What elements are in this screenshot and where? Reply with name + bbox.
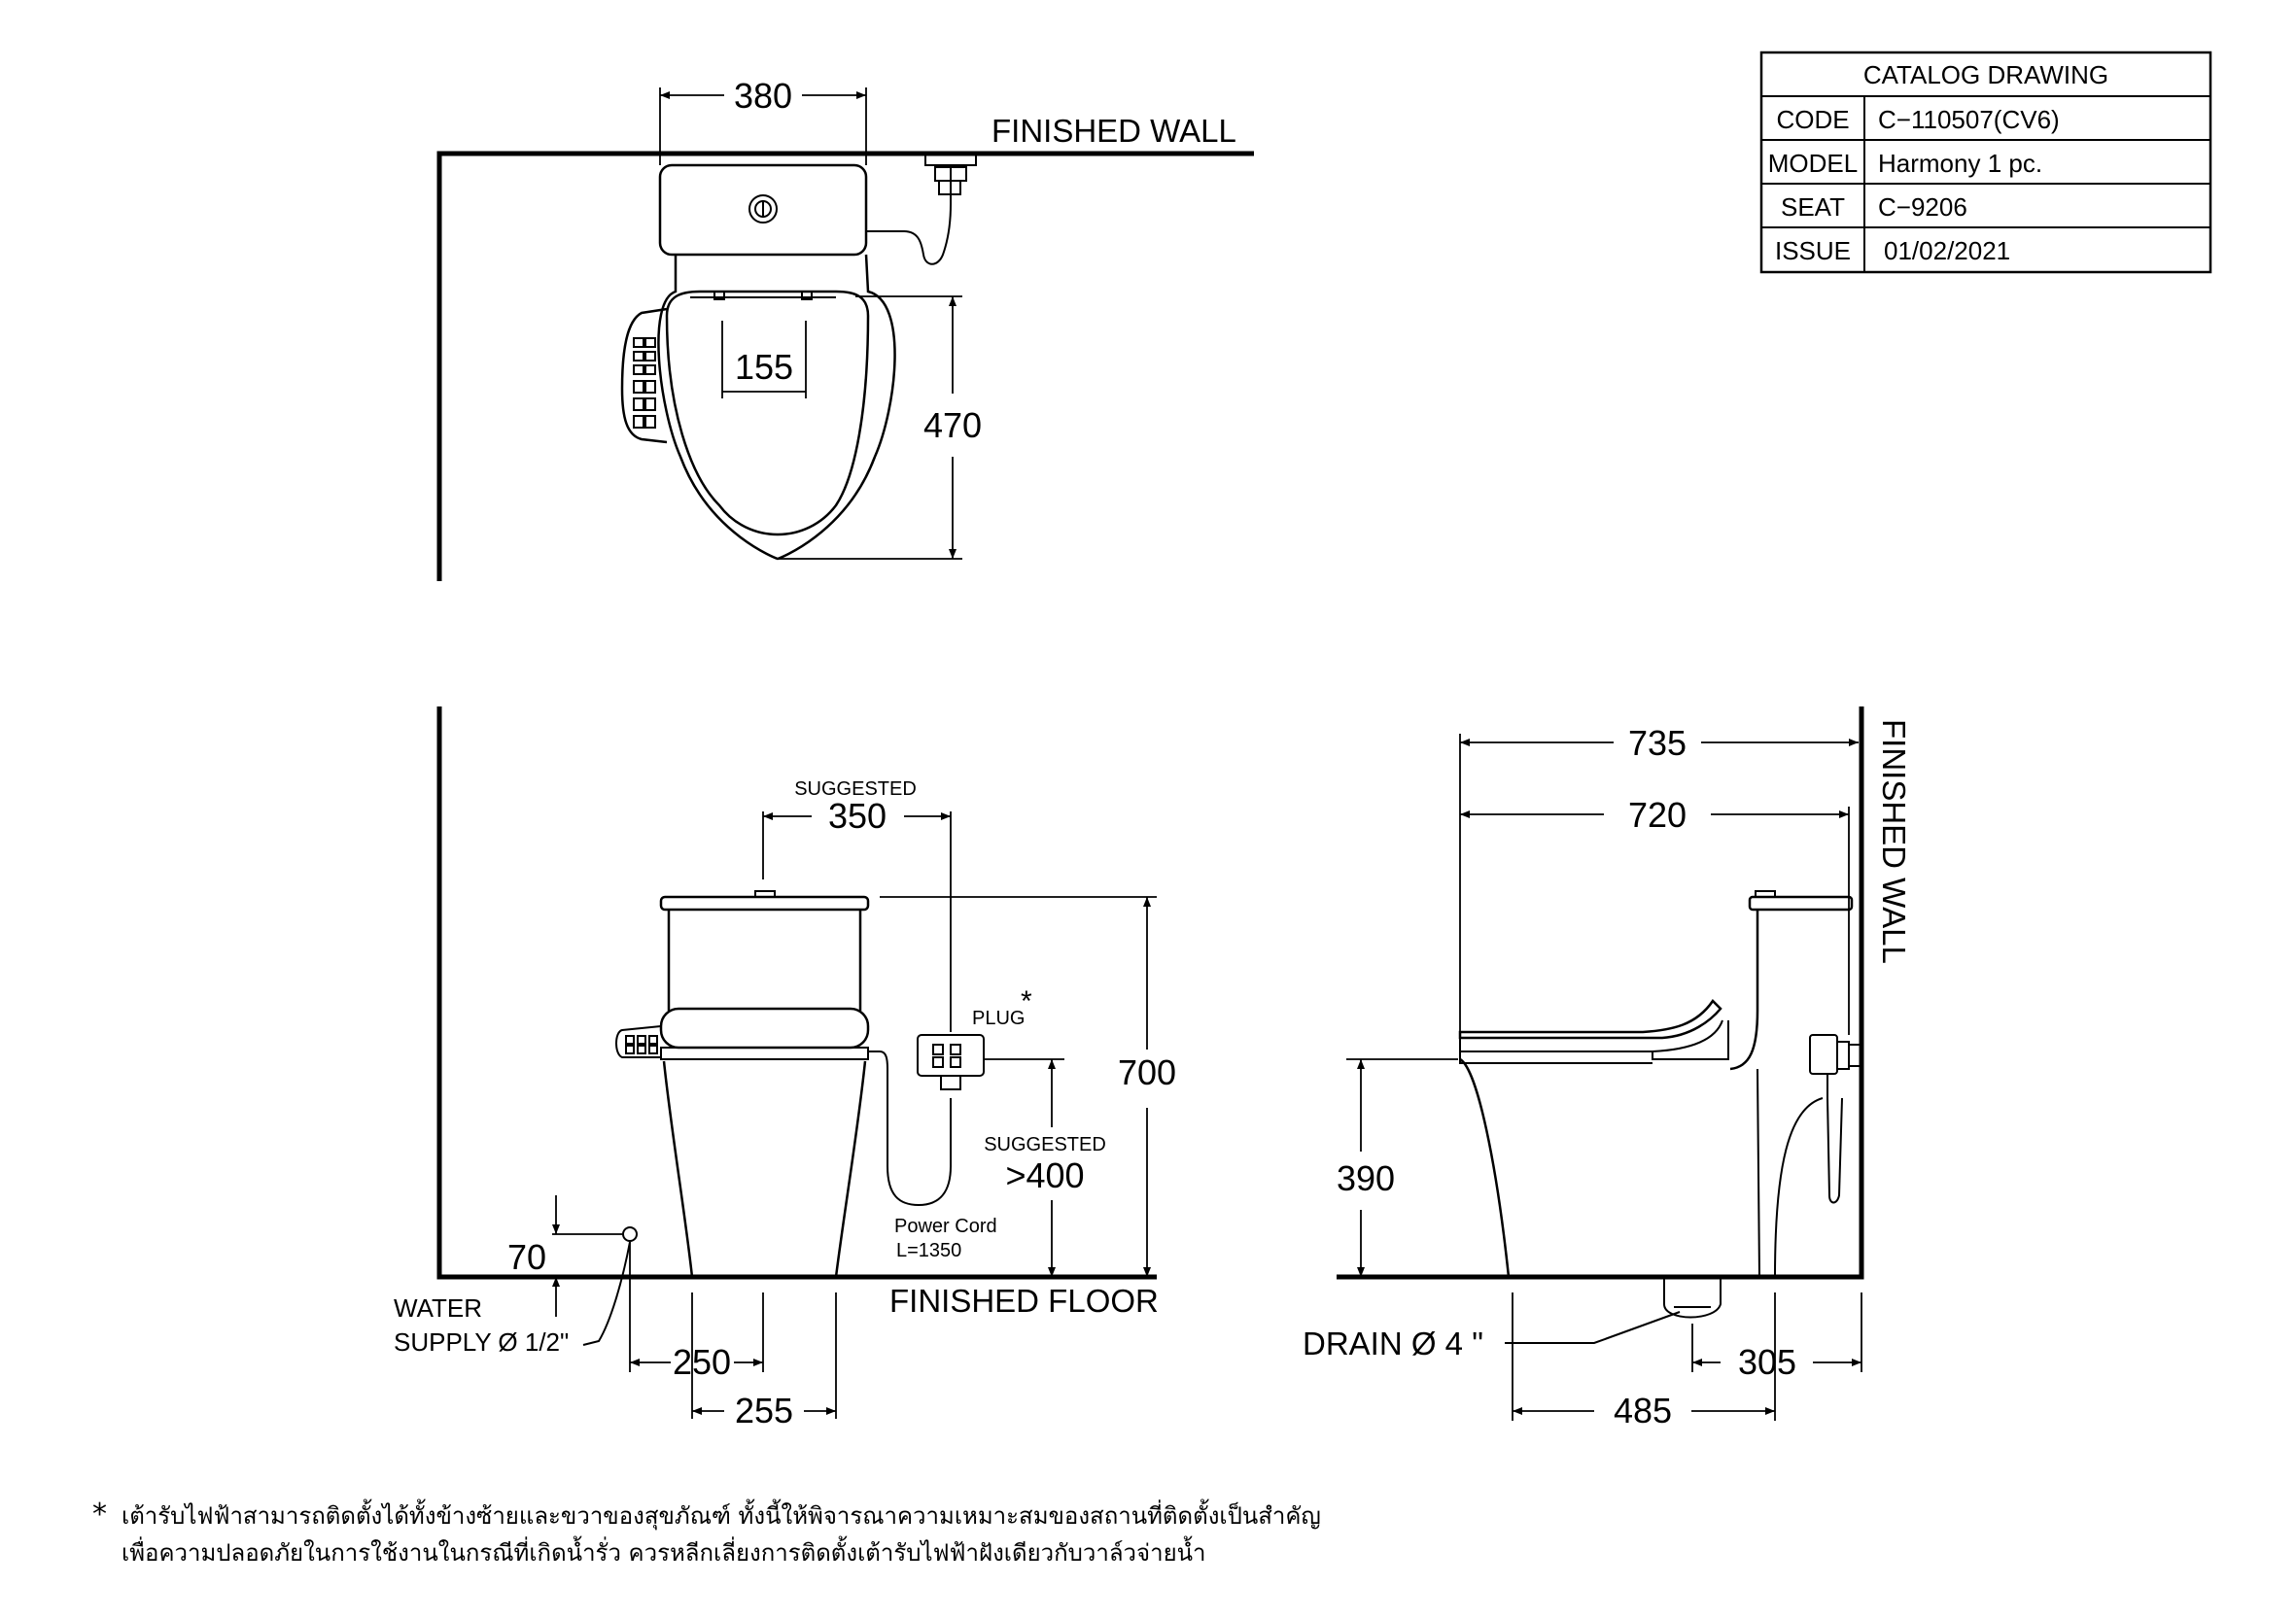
plan-wall bbox=[436, 151, 1254, 581]
dim-drain-305: 305 bbox=[1738, 1342, 1796, 1382]
side-tank bbox=[1729, 910, 1759, 1071]
plan-tank bbox=[658, 163, 868, 257]
side-valve-icon bbox=[1809, 1034, 1838, 1075]
dim-water-70: 70 bbox=[507, 1237, 546, 1277]
catalog-row-label: CODE bbox=[1776, 105, 1849, 134]
dim-seat-hole: 155 bbox=[735, 347, 793, 387]
catalog-table bbox=[1759, 51, 2212, 274]
side-bowl bbox=[1459, 1057, 1511, 1278]
label-suggested-400: SUGGESTED bbox=[984, 1134, 1106, 1155]
side-floor-wall bbox=[1337, 706, 1864, 1280]
dim-depth-735: 735 bbox=[1628, 723, 1687, 763]
label-finished-wall-top: FINISHED WALL bbox=[991, 113, 1236, 149]
dim-depth-720: 720 bbox=[1628, 795, 1687, 835]
dim-255: 255 bbox=[735, 1391, 793, 1430]
dim-suggested-350: 350 bbox=[828, 796, 887, 836]
installation-note: * เต้ารับไฟฟ้าสามารถติดตั้งได้ทั้งข้างซ้า… bbox=[92, 1497, 1550, 1571]
note-marker: * bbox=[92, 1498, 107, 1532]
drain-leader bbox=[1505, 1311, 1681, 1344]
dim-bowl-length: 470 bbox=[923, 405, 982, 445]
front-tank bbox=[667, 910, 862, 1011]
plan-seat bbox=[665, 290, 870, 536]
dim-tank-width: 380 bbox=[734, 76, 792, 116]
flush-button-icon bbox=[748, 194, 778, 224]
plan-bowl bbox=[657, 254, 896, 561]
water-supply-leader bbox=[582, 1241, 631, 1346]
front-wall-floor bbox=[436, 706, 1157, 1280]
plan-control-panel bbox=[620, 307, 668, 444]
drain-pipe bbox=[1663, 1277, 1722, 1319]
label-water: WATER bbox=[394, 1293, 482, 1323]
side-trap bbox=[1757, 1068, 1824, 1278]
dim-250: 250 bbox=[673, 1342, 731, 1382]
catalog-row-value: 01/02/2021 bbox=[1884, 236, 2010, 265]
catalog-row-label: MODEL bbox=[1768, 149, 1858, 178]
catalog-row-value: C−110507(CV6) bbox=[1878, 105, 2060, 134]
catalog-title: CATALOG DRAWING bbox=[1863, 60, 2108, 89]
catalog-row-value: Harmony 1 pc. bbox=[1878, 149, 2042, 178]
front-control-buttons-icon bbox=[625, 1035, 658, 1054]
power-cord bbox=[868, 1051, 952, 1207]
label-power-cord: Power Cord bbox=[894, 1216, 997, 1237]
front-control-panel bbox=[615, 1025, 662, 1058]
dim-height-700: 700 bbox=[1118, 1052, 1176, 1092]
front-seat bbox=[659, 1007, 870, 1050]
label-drain: DRAIN Ø 4 " bbox=[1303, 1326, 1483, 1361]
note-text-2: เพื่อความปลอดภัยในการใช้งานในกรณีที่เกิด… bbox=[122, 1539, 1206, 1567]
front-pedestal bbox=[662, 1060, 867, 1278]
front-view bbox=[436, 706, 1157, 1346]
control-buttons-icon bbox=[633, 337, 656, 429]
catalog-row-label: SEAT bbox=[1781, 192, 1845, 222]
front-tank-lid bbox=[659, 895, 870, 912]
label-finished-floor: FINISHED FLOOR bbox=[889, 1283, 1159, 1319]
note-text-1: เต้ารับไฟฟ้าสามารถติดตั้งได้ทั้งข้างซ้าย… bbox=[122, 1502, 1321, 1530]
catalog-row-label: ISSUE bbox=[1775, 236, 1851, 265]
side-view bbox=[1337, 706, 1864, 1344]
label-plug: PLUG bbox=[972, 1008, 1025, 1029]
side-seat bbox=[1458, 999, 1722, 1040]
note-line-2: เพื่อความปลอดภัยในการใช้งานในกรณีที่เกิด… bbox=[92, 1534, 1550, 1571]
water-supply-icon bbox=[622, 1226, 638, 1242]
label-cord-length: L=1350 bbox=[896, 1240, 961, 1261]
label-plug-star: * bbox=[1021, 985, 1032, 1017]
dim-485: 485 bbox=[1614, 1391, 1672, 1430]
plan-view bbox=[436, 151, 1254, 581]
dim-suggested-400: >400 bbox=[1005, 1155, 1084, 1195]
dim-seat-390: 390 bbox=[1337, 1158, 1395, 1198]
catalog-row-value: C−9206 bbox=[1878, 192, 1967, 222]
label-finished-wall-side: FINISHED WALL bbox=[1876, 719, 1912, 964]
label-suggested-350: SUGGESTED bbox=[794, 778, 917, 800]
label-supply: SUPPLY Ø 1/2" bbox=[394, 1327, 569, 1357]
plan-supply-hose bbox=[866, 167, 952, 265]
note-line-1: * เต้ารับไฟฟ้าสามารถติดตั้งได้ทั้งข้างซ้า… bbox=[92, 1497, 1550, 1534]
side-tank-lid bbox=[1748, 895, 1854, 912]
